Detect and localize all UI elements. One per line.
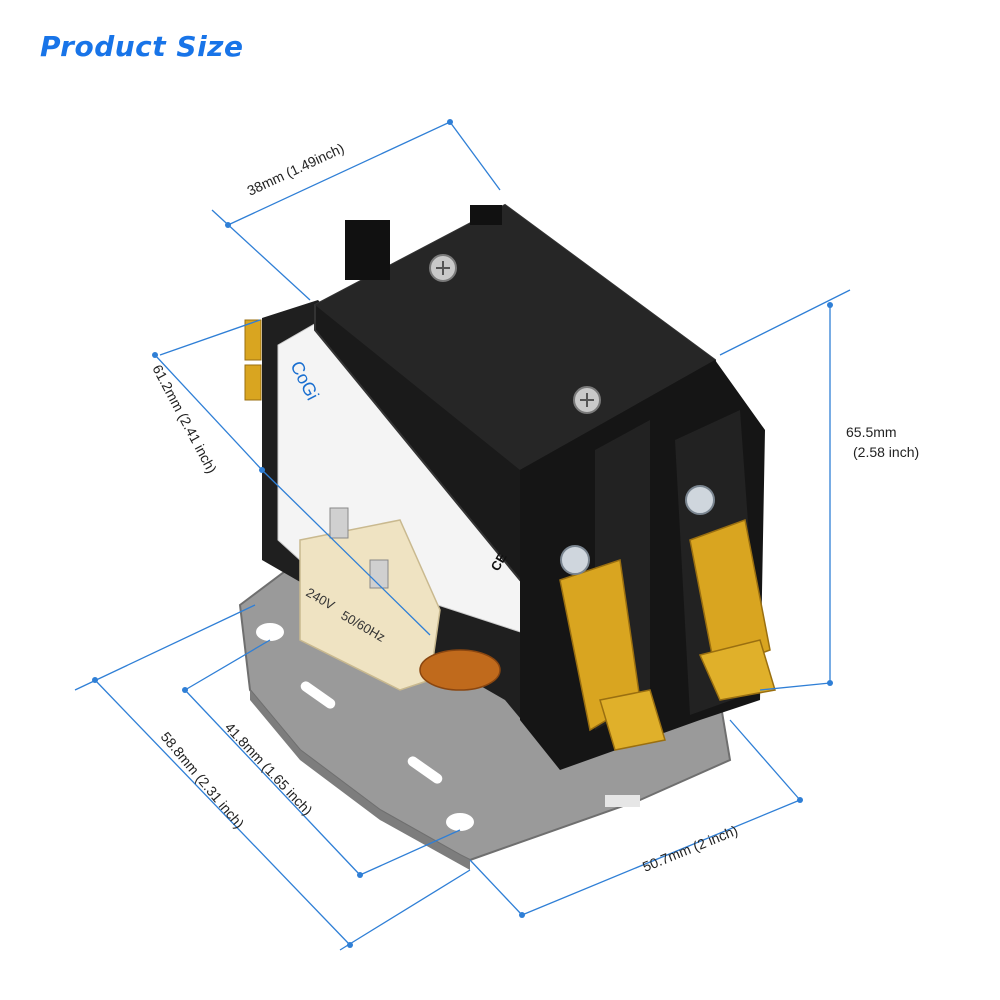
mounting-hole-icon	[256, 623, 284, 641]
dimension-lines	[74, 121, 851, 951]
dimension-base-width: 50.7mm (2 inch)	[640, 822, 740, 875]
dimension-height-in: (2.58 inch)	[853, 444, 919, 460]
terminal-icon	[559, 485, 776, 751]
mounting-hole-icon	[446, 813, 474, 831]
page-title: Product Size	[40, 30, 244, 63]
dimension-height-mm: 65.5mm	[846, 424, 897, 440]
dimension-left-depth: 61.2mm (2.41 inch)	[149, 362, 220, 476]
coil-icon	[419, 649, 501, 691]
dimension-endpoints	[92, 119, 833, 948]
dimension-base-outer: 58.8mm (2.31 inch)	[158, 729, 248, 832]
dimension-top-width: 38mm (1.49inch)	[245, 140, 347, 199]
contactor-body	[244, 203, 776, 807]
